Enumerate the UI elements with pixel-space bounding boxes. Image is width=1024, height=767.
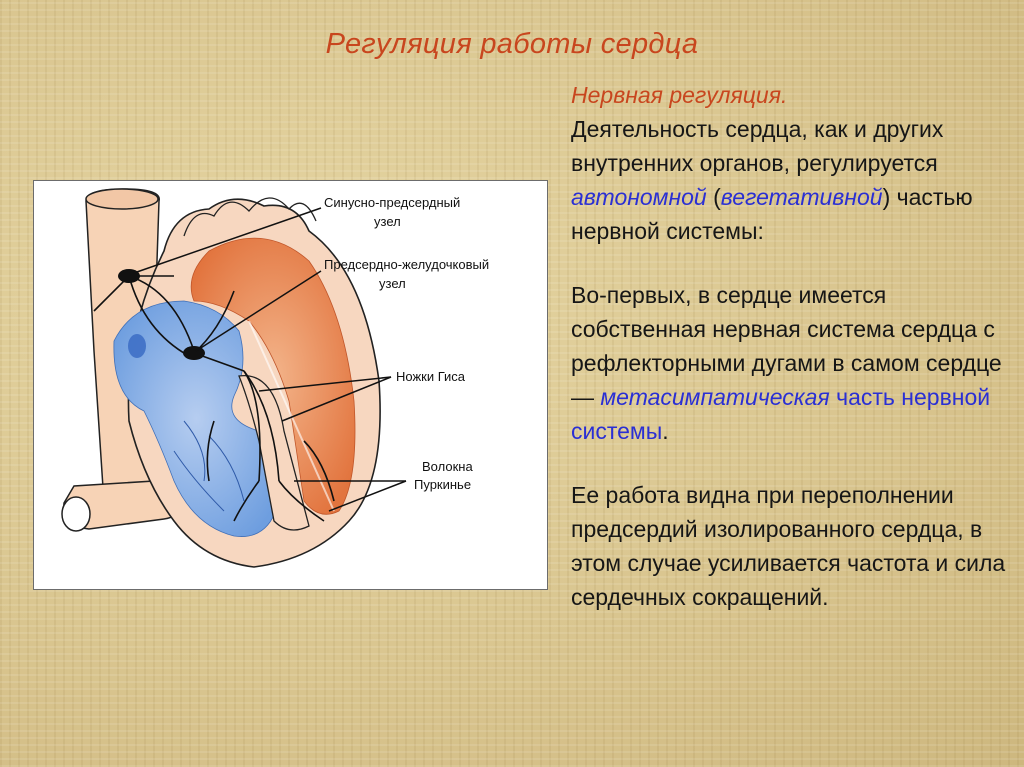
label-sa-node-line1: Синусно-предсердный [324, 195, 460, 210]
leader-lines [133, 207, 407, 512]
subheading: Нервная регуляция. [571, 82, 788, 108]
paragraph-isolated-heart: Ее работа видна при переполнении предсер… [571, 482, 1006, 610]
p2-text-c: часть нервной системы [571, 384, 991, 444]
heart-illustration: Синусно-предсердный узел Предсердно-желу… [61, 188, 489, 568]
septum [238, 375, 310, 531]
explanation-text: Нервная регуляция. Деятельность сердца, … [571, 78, 1011, 614]
label-purkinje-line1: Волокна [422, 459, 473, 474]
term-metasympathetic: метасимпатическая [600, 384, 830, 410]
sinoatrial-node-mark [118, 269, 140, 283]
p2-text-d: . [662, 418, 669, 444]
slide-title: Регуляция работы сердца [325, 28, 699, 60]
p1-text-c: ( [706, 184, 721, 210]
term-vegetative: вегетативной [720, 184, 883, 210]
label-av-node-line1: Предсердно-желудочковый [324, 257, 489, 272]
label-av-node-line2: узел [379, 276, 406, 291]
left-atrium-ventricle [190, 237, 356, 515]
p1-text-e: ) частью нервной системы: [571, 184, 973, 244]
paragraph-metasympathetic: Во-первых, в сердце имеется собственная … [571, 278, 1011, 448]
label-purkinje-line2: Пуркинье [414, 477, 471, 492]
term-autonomic: автономной [571, 184, 707, 210]
p1-text-a: Деятельность сердца, как и других внутре… [571, 116, 944, 176]
right-atrium-ventricle [113, 300, 280, 537]
paragraph-autonomic: Деятельность сердца, как и других внутре… [571, 112, 1011, 248]
label-his-bundle: Ножки Гиса [396, 369, 466, 384]
p2-text-a: Во-первых, в сердце имеется собственная … [571, 282, 1002, 410]
heart-conduction-diagram: Синусно-предсердный узел Предсердно-желу… [33, 180, 548, 590]
label-sa-node-line2: узел [374, 214, 401, 229]
